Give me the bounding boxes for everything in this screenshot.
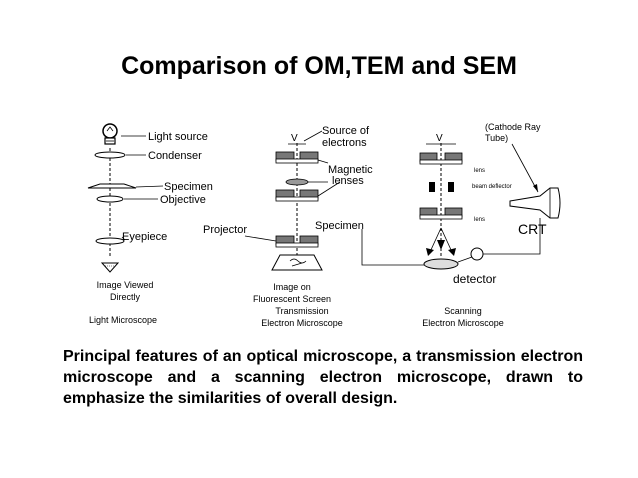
- leader-specimen: [135, 185, 164, 188]
- label-image-viewed-line1: Image Viewed: [97, 280, 154, 290]
- objective-lens-shape: [96, 195, 124, 203]
- fluorescent-screen-shape: [271, 254, 323, 271]
- label-eyepiece: Eyepiece: [122, 231, 167, 243]
- label-crt: CRT: [518, 221, 547, 237]
- detector-connector: [457, 256, 473, 263]
- label-condenser: Condenser: [148, 150, 202, 162]
- label-specimen-light: Specimen: [164, 181, 213, 193]
- detector-icon: [470, 247, 484, 261]
- label-objective: Objective: [160, 194, 206, 206]
- label-image-on-line2: Fluorescent Screen: [253, 294, 331, 304]
- sem-specimen-stage: [423, 258, 459, 270]
- label-crt-note-line2: Tube): [485, 133, 508, 143]
- light-microscope-diagram: Light source Condenser Specimen Objectiv…: [87, 123, 213, 325]
- light-bulb-icon: [102, 123, 118, 145]
- detector-to-crt-line: [483, 218, 541, 255]
- tem-voltage-symbol: V: [291, 133, 298, 144]
- slide-title: Comparison of OM,TEM and SEM: [121, 52, 517, 80]
- label-magnetic-line1: Magnetic: [328, 164, 373, 176]
- leader-magnetic-lens-2: [317, 181, 341, 197]
- label-source-line1: Source of: [322, 125, 370, 137]
- label-source-line2: electrons: [322, 137, 367, 149]
- label-light-source: Light source: [148, 131, 208, 143]
- tem-diagram: V Source of elect: [203, 125, 373, 328]
- sem-voltage-symbol: V: [436, 133, 443, 144]
- leader-projector: [244, 235, 277, 242]
- sem-lens-bottom: [419, 207, 463, 220]
- specimen-stage-shape: [87, 183, 137, 189]
- label-tem-name-line1: Transmission: [275, 306, 328, 316]
- tem-specimen-shape: [285, 178, 309, 186]
- eye-icon: [100, 262, 120, 273]
- slide-caption: Principal features of an optical microsc…: [63, 348, 583, 407]
- sem-beam-deflector: [429, 182, 454, 192]
- label-crt-note-line1: (Cathode Ray: [485, 122, 541, 132]
- tem-magnetic-lens-1: [275, 151, 319, 164]
- label-sem-lens-bottom: lens: [474, 217, 485, 223]
- signal-line-to-sem: [361, 229, 425, 266]
- label-tem-name-line2: Electron Microscope: [261, 318, 343, 328]
- condenser-lens-shape: [94, 151, 126, 159]
- label-specimen-tem: Specimen: [315, 220, 364, 232]
- label-sem-name-line1: Scanning: [444, 306, 482, 316]
- leader-magnetic-lens-1: [317, 159, 329, 164]
- eyepiece-lens-shape: [95, 237, 125, 245]
- sem-diagram: V: [419, 122, 561, 328]
- label-beam-deflector: beam deflector: [472, 184, 512, 190]
- tem-projector-lens: [275, 235, 319, 248]
- label-detector: detector: [453, 272, 496, 286]
- tem-magnetic-lens-2: [275, 189, 319, 202]
- label-light-microscope: Light Microscope: [89, 315, 157, 325]
- sem-scanning-rays: [426, 227, 456, 256]
- sem-lens-top: [419, 152, 463, 165]
- label-image-viewed-line2: Directly: [110, 292, 141, 302]
- leader-crt-note: [511, 143, 539, 193]
- crt-tube-icon: [509, 187, 561, 219]
- label-sem-lens-top: lens: [474, 168, 485, 174]
- label-image-on-line1: Image on: [273, 282, 311, 292]
- crt-arrowhead: [533, 184, 538, 192]
- leader-eyepiece: [121, 236, 126, 241]
- label-sem-name-line2: Electron Microscope: [422, 318, 504, 328]
- label-magnetic-line2: lenses: [332, 175, 364, 187]
- leader-source: [303, 130, 323, 142]
- label-projector: Projector: [203, 224, 247, 236]
